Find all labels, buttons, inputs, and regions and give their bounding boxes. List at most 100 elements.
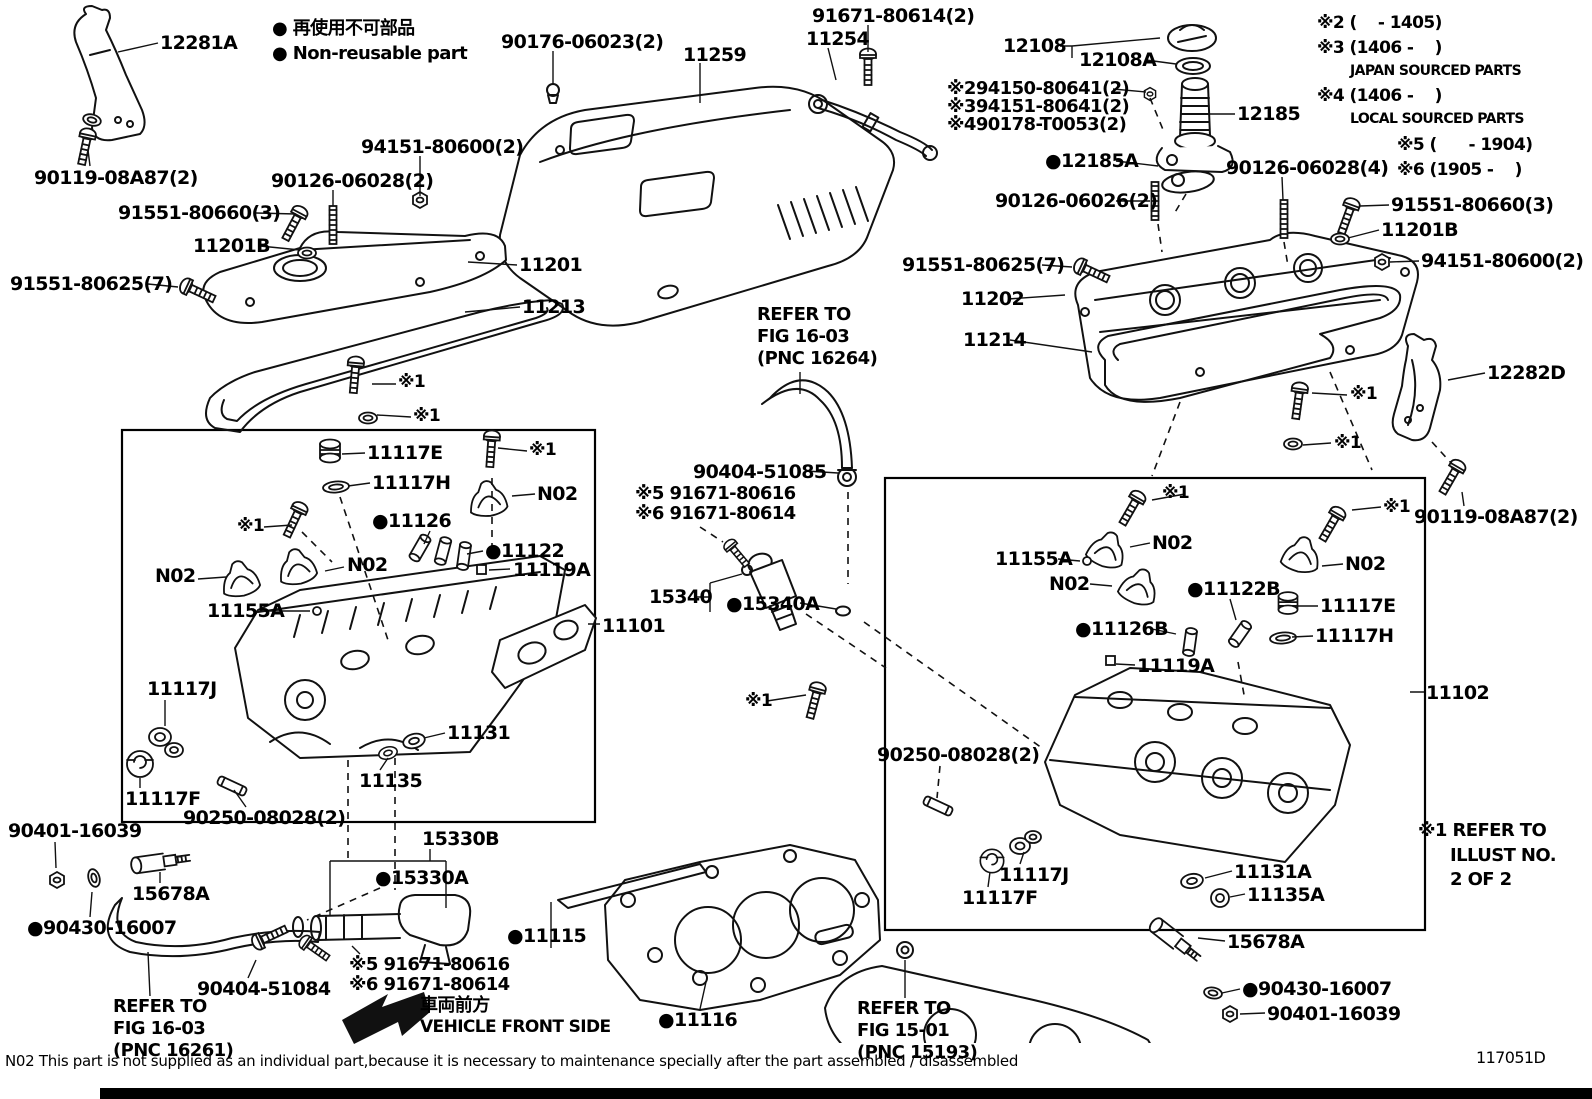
valve-guide-icon (1181, 626, 1199, 658)
bolt-icon (859, 47, 877, 86)
footer-note: N02 This part is not supplied as an indi… (5, 1052, 1019, 1070)
part-callout: 12185 (1237, 103, 1301, 125)
cylinder-head-rh-11102-art (1044, 667, 1351, 863)
ball-11155a-icon (1082, 556, 1092, 566)
gasket-11214-art (1097, 285, 1402, 403)
part-callout: 11117E (1320, 595, 1396, 617)
dowel-pin-icon (215, 774, 249, 798)
part-callout: 11119A (513, 559, 591, 581)
valve-guide-icon (1226, 618, 1254, 650)
hose-pnc16261-art (106, 897, 321, 958)
part-callout: 90404-51084 (197, 978, 331, 1000)
cam-cap-icon (1083, 526, 1131, 573)
note: ※4 (1406 - ) (1317, 86, 1442, 106)
part-callout: 12282D (1487, 362, 1566, 384)
screw-plug-icon (126, 750, 154, 778)
ref-marker: ※1 (398, 372, 426, 392)
part-callout: 90401-16039 (8, 820, 142, 842)
part-callout: ※5 91671-80616 (635, 483, 796, 504)
grommet-90176-art (546, 83, 560, 104)
oil-filler-cap-12108-art (1167, 24, 1217, 75)
washer-icon (1283, 437, 1303, 451)
part-callout: 91551-80660(3) (118, 202, 281, 224)
part-callout: 11117J (147, 678, 217, 700)
part-callout: N02 (1152, 532, 1193, 554)
washer-icon (85, 866, 103, 890)
part-callout: 11135 (359, 770, 423, 792)
legend-jp: ● 再使用不可部品 (272, 18, 415, 39)
bracket-12281a-art (73, 5, 146, 142)
cam-cap-icon (1278, 532, 1324, 577)
plug-icon (319, 438, 341, 464)
ball-11155a-icon (312, 606, 322, 616)
valve-guide-icon (433, 535, 453, 567)
part-callout: 11213 (522, 296, 586, 318)
gasket-11213-art (205, 299, 564, 433)
part-callout: 90250-08028(2) (183, 807, 346, 829)
part-callout: 90401-16039 (1267, 1003, 1401, 1025)
part-callout: 11101 (602, 615, 666, 637)
part-callout: 91551-80660(3) (1391, 194, 1554, 216)
ocv-15330-art (292, 894, 472, 965)
bolt-icon (72, 126, 98, 167)
pin-11119a-icon (476, 564, 487, 575)
part-callout: 11201 (519, 254, 583, 276)
part-callout: ※6 91671-80614 (635, 503, 796, 524)
bolt-icon (480, 429, 502, 469)
part-callout: 90250-08028(2) (877, 744, 1040, 766)
part-callout: 90126-06026(2) (995, 190, 1158, 212)
part-callout: ※6 91671-80614 (349, 974, 510, 995)
part-callout: 11131A (1234, 861, 1312, 883)
ref-marker: ※1 (1162, 483, 1190, 503)
ref-marker: ※1 (529, 440, 557, 460)
ref-note: REFER TO (757, 304, 851, 325)
cam-cap-icon (217, 556, 263, 601)
part-callout: 11214 (963, 329, 1027, 351)
ref-note: REFER TO (113, 996, 207, 1017)
note: LOCAL SOURCED PARTS (1350, 111, 1524, 127)
part-callout: ●11116 (658, 1009, 738, 1031)
gasket-ring-icon (1268, 630, 1298, 646)
part-callout: ※490178-T0053(2) (947, 114, 1127, 135)
bolt-icon (1114, 487, 1149, 529)
bottom-black-bar (100, 1088, 1592, 1099)
ref-note: (PNC 15193) (857, 1042, 978, 1063)
part-callout: 11155A (207, 600, 285, 622)
note: VEHICLE FRONT SIDE (420, 1017, 611, 1037)
part-callout: ●11122 (485, 540, 565, 562)
valve-cover-rh-11202-art (1074, 231, 1419, 401)
part-callout: 11155A (995, 548, 1073, 570)
camshaft-rings-icon (1009, 830, 1042, 855)
part-callout: 15330B (422, 828, 500, 850)
part-callout: ●11126B (1075, 618, 1169, 640)
note: ※5 ( - 1904) (1397, 135, 1533, 155)
stud-icon (328, 205, 338, 245)
part-callout: ●15330A (375, 867, 469, 889)
pipe-gasket-12185a-art (1161, 170, 1215, 194)
washer-icon (358, 411, 378, 425)
ref-note: (PNC 16264) (757, 348, 878, 369)
ref-marker: ※1 (1383, 497, 1411, 517)
part-callout: ※5 91671-80616 (349, 954, 510, 975)
stud-icon (1279, 199, 1289, 239)
grommet-pnc15193-art (896, 941, 914, 959)
washer-icon (1330, 232, 1350, 246)
ref-marker: ※1 (237, 516, 265, 536)
part-callout: 11117H (1315, 625, 1394, 647)
bolt-icon (1332, 195, 1363, 237)
ref-marker: ※1 (1334, 433, 1362, 453)
bolt-icon (248, 920, 291, 953)
drawing-number: 117051D (1476, 1048, 1546, 1067)
bolt-icon (721, 536, 753, 571)
bolt-icon (278, 498, 311, 541)
part-callout: 91551-80625(7) (902, 254, 1065, 276)
ref-marker: ※1 (1350, 384, 1378, 404)
part-callout: 11119A (1137, 655, 1215, 677)
valve-guide-icon (407, 532, 433, 564)
part-callout: ●12185A (1045, 150, 1139, 172)
part-callout: 12281A (160, 32, 238, 54)
bolt-icon (1314, 503, 1349, 545)
part-callout: 11102 (1426, 682, 1490, 704)
assembly-dashed-lines (301, 97, 1453, 921)
part-callout: 11117J (999, 864, 1069, 886)
